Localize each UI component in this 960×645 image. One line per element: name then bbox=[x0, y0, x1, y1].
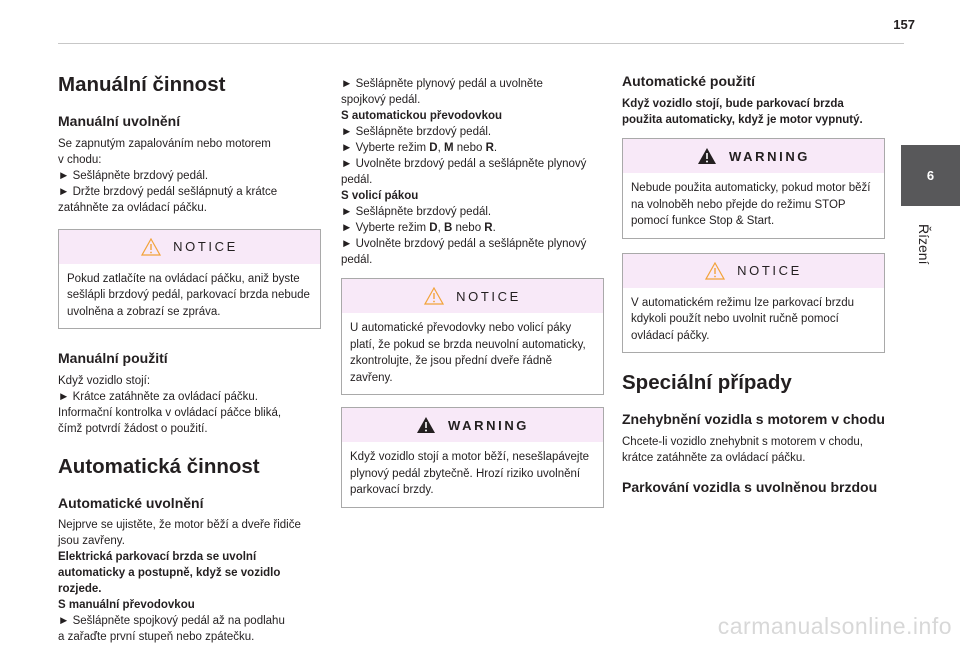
bold-line: rozjede. bbox=[58, 583, 102, 596]
text-run: , bbox=[437, 142, 444, 154]
notice-text: U automatické převodovky nebo volicí pák… bbox=[350, 322, 586, 384]
warning-text: Nebude použita automaticky, pokud motor … bbox=[631, 182, 871, 228]
text-line: spojkový pedál. bbox=[341, 94, 421, 106]
text-line: ► Držte brzdový pedál sešlápnutý a krátc… bbox=[58, 185, 278, 198]
text-line: Nejprve se ujistěte, že motor běží a dve… bbox=[58, 519, 301, 532]
notice-title: NOTICE bbox=[173, 239, 238, 255]
caution-triangle-icon bbox=[141, 237, 162, 256]
text-line: a zařaďte první stupeň nebo zpátečku. bbox=[58, 631, 255, 644]
caution-triangle-icon bbox=[424, 287, 445, 305]
text-run: ► Vyberte režim bbox=[341, 142, 430, 154]
mode-r: R bbox=[484, 222, 493, 234]
warning-text: Když vozidlo stojí a motor běží, nesešla… bbox=[350, 451, 590, 496]
column-3: Automatické použití Když vozidlo stojí, … bbox=[622, 72, 885, 496]
text-run: , bbox=[437, 222, 444, 234]
mode-d: D bbox=[429, 142, 438, 154]
text-line: ► Vyberte režim D, M nebo R. bbox=[341, 140, 604, 156]
warning-box: WARNING Nebude použita automaticky, poku… bbox=[622, 138, 885, 239]
chapter-number: 6 bbox=[926, 168, 935, 183]
warning-triangle-icon bbox=[416, 417, 435, 433]
heading-special-cases: Speciální případy bbox=[622, 371, 792, 395]
text-run: ► Vyberte režim bbox=[341, 222, 430, 234]
warning-box: WARNING Když vozidlo stojí a motor běží,… bbox=[341, 407, 604, 508]
text-run: nebo bbox=[452, 222, 485, 234]
notice-text: Pokud zatlačíte na ovládací páčku, aniž … bbox=[67, 272, 310, 318]
text-line: ► Sešlápněte brzdový pedál. bbox=[341, 206, 492, 218]
text-line: ► Sešlápněte brzdový pedál. bbox=[58, 169, 209, 182]
text-line: ► Uvolněte brzdový pedál a sešlápněte pl… bbox=[341, 238, 587, 250]
text-line: pedál. bbox=[341, 174, 373, 186]
text-line: jsou zavřeny. bbox=[58, 535, 125, 548]
text-line: ► Sešlápněte brzdový pedál. bbox=[341, 126, 492, 138]
mode-r: R bbox=[485, 142, 494, 154]
notice-title: NOTICE bbox=[456, 288, 521, 304]
text-line: čímž potvrdí žádost o použití. bbox=[58, 423, 208, 436]
text-line: Když vozidlo stojí: bbox=[58, 375, 151, 388]
heading-manual-release: Manuální uvolnění bbox=[58, 112, 181, 129]
column-2: ► Sešlápněte plynový pedál a uvolněte sp… bbox=[341, 76, 604, 508]
chapter-tab[interactable]: 6 bbox=[901, 145, 960, 206]
warning-title: WARNING bbox=[447, 417, 530, 433]
text-line: ► Sešlápněte spojkový pedál až na podlah… bbox=[58, 615, 285, 628]
mode-b: B bbox=[444, 222, 453, 234]
notice-title: NOTICE bbox=[737, 263, 802, 279]
text-run: . bbox=[493, 142, 498, 154]
column-1: Manuální činnost Manuální uvolnění Se za… bbox=[58, 60, 321, 645]
notice-box: NOTICE Pokud zatlačíte na ovládací páčku… bbox=[58, 228, 321, 330]
warning-title: WARNING bbox=[728, 148, 811, 164]
page-number: 157 bbox=[893, 17, 915, 32]
notice-box: NOTICE U automatické převodovky nebo vol… bbox=[341, 278, 604, 395]
heading-manual-apply: Manuální použití bbox=[58, 350, 168, 367]
bold-line: automaticky a postupně, když se vozidlo bbox=[58, 567, 281, 580]
heading-manual-operation: Manuální činnost bbox=[58, 73, 226, 96]
text-run: . bbox=[492, 222, 496, 234]
chapter-label: Řízení bbox=[916, 224, 932, 304]
notice-header: NOTICE bbox=[342, 279, 603, 313]
mode-m: M bbox=[444, 142, 454, 154]
text-line: zatáhněte za ovládací páčku. bbox=[58, 201, 207, 214]
header-rule bbox=[58, 43, 904, 44]
notice-box: NOTICE V automatickém režimu lze parkova… bbox=[622, 252, 885, 354]
text-run: nebo bbox=[453, 142, 486, 154]
text-line: v chodu: bbox=[58, 153, 102, 166]
caution-triangle-icon bbox=[705, 261, 726, 280]
text-line: Informační kontrolka v ovládací páčce bl… bbox=[58, 407, 282, 420]
bold-line: S automatickou převodovkou bbox=[341, 110, 503, 122]
notice-header: NOTICE bbox=[623, 253, 884, 288]
immobilise-text: Chcete-li vozidlo znehybnit s motorem v … bbox=[622, 435, 863, 464]
bold-line: Elektrická parkovací brzda se uvolní bbox=[58, 551, 257, 564]
heading-parking-released: Parkování vozidla s uvolněnou brzdou bbox=[622, 478, 878, 495]
bold-line: S volicí pákou bbox=[341, 190, 419, 202]
watermark: carmanualsonline.info bbox=[717, 613, 952, 639]
warning-triangle-icon bbox=[697, 148, 716, 165]
auto-apply-text: Když vozidlo stojí, bude parkovací brzda… bbox=[622, 98, 863, 127]
notice-text: V automatickém režimu lze parkovací brzd… bbox=[631, 296, 855, 342]
notice-header: NOTICE bbox=[59, 229, 320, 264]
text-line: ► Sešlápněte plynový pedál a uvolněte bbox=[341, 78, 543, 90]
text-line: ► Uvolněte brzdový pedál a sešlápněte pl… bbox=[341, 158, 587, 170]
heading-automatic-release: Automatické uvolnění bbox=[58, 495, 204, 512]
bold-line: S manuální převodovkou bbox=[58, 599, 195, 612]
text-line: ► Vyberte režim D, B nebo R. bbox=[341, 220, 604, 236]
text-line: pedál. bbox=[341, 254, 373, 266]
mode-d: D bbox=[429, 222, 438, 234]
text-line: ► Krátce zatáhněte za ovládací páčku. bbox=[58, 391, 258, 404]
heading-automatic-operation: Automatická činnost bbox=[58, 455, 260, 479]
chapter-label-text: Řízení bbox=[916, 224, 932, 265]
heading-automatic-apply: Automatické použití bbox=[622, 73, 756, 89]
text-line: Se zapnutým zapalováním nebo motorem bbox=[58, 137, 271, 150]
warning-header: WARNING bbox=[623, 139, 884, 174]
warning-header: WARNING bbox=[342, 408, 603, 442]
heading-immobilise: Znehybnění vozidla s motorem v chodu bbox=[622, 410, 885, 427]
